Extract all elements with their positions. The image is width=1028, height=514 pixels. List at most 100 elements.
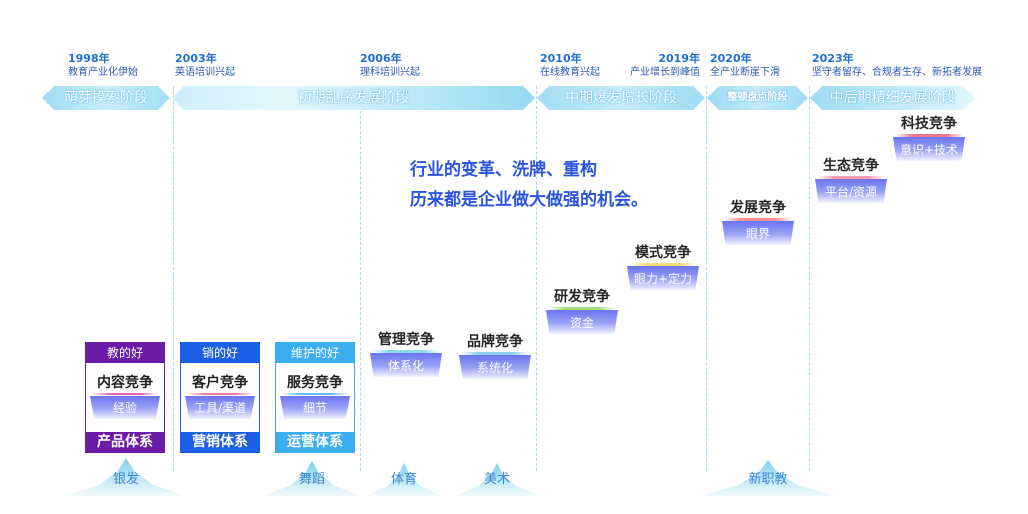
step-development: 发展竞争 眼界 [722,199,794,245]
card-underline [92,393,158,395]
segment-label: 美术 [483,472,510,487]
card-competition: 内容竞争 [97,375,153,391]
milestone-1998: 1998年 教育产业化伊始 [68,52,138,79]
card-key-band: 细节 [280,396,350,419]
card-key: 工具/渠道 [193,401,247,415]
milestone-desc: 在线教育兴起 [540,67,600,78]
step-key: 眼界 [745,226,770,241]
card-key-band: 经验 [90,396,160,419]
stage-arrow-early: 初期乱序发展阶段 [172,86,535,110]
milestone-2003: 2003年 英语培训兴起 [175,52,235,79]
headline-line-2: 历来都是企业做大做强的机会。 [410,190,648,210]
card-competition: 服务竞争 [287,375,343,391]
step-ecosystem: 生态竞争 平台/资源 [815,157,887,203]
milestone-desc: 理科培训兴起 [360,67,420,78]
step-competition: 研发竞争 [554,289,610,305]
step-competition: 发展竞争 [730,200,786,216]
card-header: 销的好 [181,343,259,363]
milestone-2019: 2019年 产业增长到峰值 [590,52,700,79]
step-underline [372,350,440,353]
stage-divider [706,86,707,471]
card-footer: 产品体系 [86,432,164,452]
step-competition: 科技竞争 [901,116,957,132]
headline: 行业的变革、洗牌、重构 历来都是企业做大做强的机会。 [410,155,648,215]
step-underline [817,176,885,179]
card-operation-system: 维护的好 服务竞争 细节 运营体系 [275,342,355,453]
stage-arrow-rectify: 整顿盘点阶段 [707,86,808,110]
stage-label: 萌芽摸索阶段 [64,90,148,106]
milestone-year: 2020年 [710,52,752,65]
card-key: 经验 [112,401,137,415]
step-key: 平台/资源 [824,184,878,199]
stage-divider [360,86,361,471]
step-brand: 品牌竞争 系统化 [459,333,531,379]
stage-label: 整顿盘点阶段 [727,92,788,103]
stage-label: 初期乱序发展阶段 [297,90,410,106]
card-marketing-system: 销的好 客户竞争 工具/渠道 营销体系 [180,342,260,453]
step-underline [461,352,529,355]
stage-arrow-boom: 中期爆发增长阶段 [537,86,705,110]
step-key-band: 系统化 [459,355,531,379]
milestone-year: 2023年 [812,52,854,65]
card-key-band: 工具/渠道 [185,396,255,419]
step-competition: 品牌竞争 [467,334,523,350]
step-key: 资金 [569,315,594,330]
step-underline [629,263,697,266]
segment-label: 体育 [390,472,417,487]
step-management: 管理竞争 体系化 [370,331,442,377]
stage-label: 中后期精细发展阶段 [829,90,956,106]
stage-label: 中期爆发增长阶段 [565,90,677,106]
step-key-band: 资金 [546,310,618,334]
stage-divider [173,86,174,471]
milestone-year: 1998年 [68,52,110,65]
milestone-year: 2019年 [658,52,700,65]
step-key: 系统化 [476,360,513,375]
milestone-year: 2003年 [175,52,217,65]
segment-label: 银发 [112,472,139,487]
card-footer: 营销体系 [181,432,259,452]
step-model: 模式竞争 眼力+定力 [627,244,699,290]
step-key: 体系化 [387,358,424,373]
step-key-band: 眼界 [722,221,794,245]
step-underline [895,134,963,137]
stage-divider [536,86,537,471]
step-underline [548,307,616,310]
segment-label: 舞蹈 [298,472,325,487]
card-key: 细节 [302,401,327,415]
card-underline [187,393,253,395]
step-competition: 生态竞争 [823,158,879,174]
milestone-2020: 2020年 全产业断崖下滑 [710,52,780,79]
step-key-band: 体系化 [370,353,442,377]
step-key: 意识+技术 [899,142,959,157]
step-key-band: 眼力+定力 [627,266,699,290]
card-product-system: 教的好 内容竞争 经验 产品体系 [85,342,165,453]
step-key-band: 平台/资源 [815,179,887,203]
milestone-2006: 2006年 理科培训兴起 [360,52,420,79]
milestone-year: 2010年 [540,52,582,65]
step-key-band: 意识+技术 [893,137,965,161]
step-technology: 科技竞争 意识+技术 [893,115,965,161]
card-header: 教的好 [86,343,164,363]
milestone-2023: 2023年 坚守者留存、合规者生存、新拓者发展 [812,52,982,79]
step-competition: 模式竞争 [635,245,691,261]
milestone-desc: 英语培训兴起 [175,67,235,78]
card-header: 维护的好 [276,343,354,363]
step-rnd: 研发竞争 资金 [546,288,618,334]
stage-arrow-sprout: 萌芽摸索阶段 [42,86,170,110]
card-footer: 运营体系 [276,432,354,452]
step-key: 眼力+定力 [633,271,693,286]
step-competition: 管理竞争 [378,332,434,348]
milestone-desc: 坚守者留存、合规者生存、新拓者发展 [812,67,982,78]
milestone-desc: 全产业断崖下滑 [710,67,780,78]
segment-label: 新职教 [748,472,788,487]
step-underline [724,218,792,221]
milestone-2010: 2010年 在线教育兴起 [540,52,600,79]
stage-divider [809,86,810,471]
card-competition: 客户竞争 [192,375,248,391]
headline-line-1: 行业的变革、洗牌、重构 [410,160,597,180]
milestone-year: 2006年 [360,52,402,65]
card-underline [282,393,348,395]
milestone-desc: 教育产业化伊始 [68,67,138,78]
stage-arrow-refined: 中后期精细发展阶段 [810,86,975,110]
